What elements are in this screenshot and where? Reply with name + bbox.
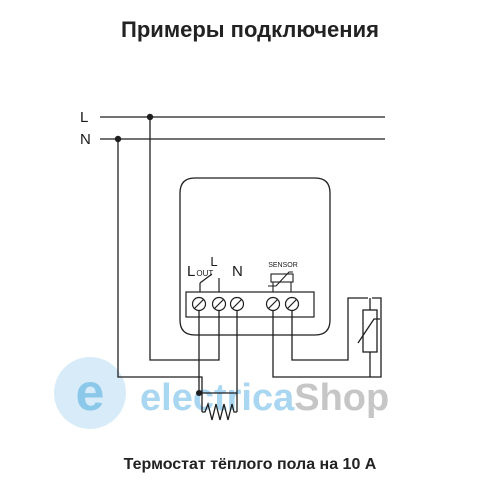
terminal-4	[265, 296, 281, 312]
terminal-5	[284, 296, 300, 312]
sensor-label: SENSOR	[268, 262, 298, 269]
watermark-logo-letter: e	[76, 364, 105, 422]
supply-lines	[100, 116, 385, 140]
line-n-label: N	[80, 131, 91, 148]
terminal-3	[229, 296, 245, 312]
terminal-n-label: N	[232, 263, 243, 280]
wire-l-to-device	[149, 117, 220, 361]
wire-n-to-heater	[117, 139, 203, 412]
wiring	[117, 117, 382, 412]
terminal-out-label: LOUT	[187, 263, 213, 280]
line-l-label: L	[80, 109, 88, 126]
terminal-out-sub: OUT	[196, 269, 213, 278]
terminal-2	[211, 296, 227, 312]
diagram-title: Примеры подключения	[121, 17, 379, 42]
wire-out-to-heater	[198, 311, 238, 394]
relay-label: L	[210, 254, 217, 269]
heater-element-icon	[202, 401, 237, 421]
diagram-caption: Термостат тёплого пола на 10 А	[123, 456, 377, 473]
terminal-out-main: L	[187, 263, 195, 280]
watermark-text: electricaShop	[140, 377, 389, 419]
relay-contact	[199, 273, 220, 292]
watermark-logo-circle	[54, 357, 126, 429]
wire-sensor-2	[291, 297, 368, 361]
floor-sensor-icon	[357, 298, 380, 377]
terminal-1	[191, 296, 207, 312]
sensor-symbol	[268, 271, 294, 292]
junction-out	[196, 390, 202, 396]
terminals	[191, 296, 300, 312]
watermark-text-part2: Shop	[294, 377, 389, 419]
watermark: e electricaShop	[54, 357, 389, 429]
wire-sensor-1	[272, 297, 382, 378]
